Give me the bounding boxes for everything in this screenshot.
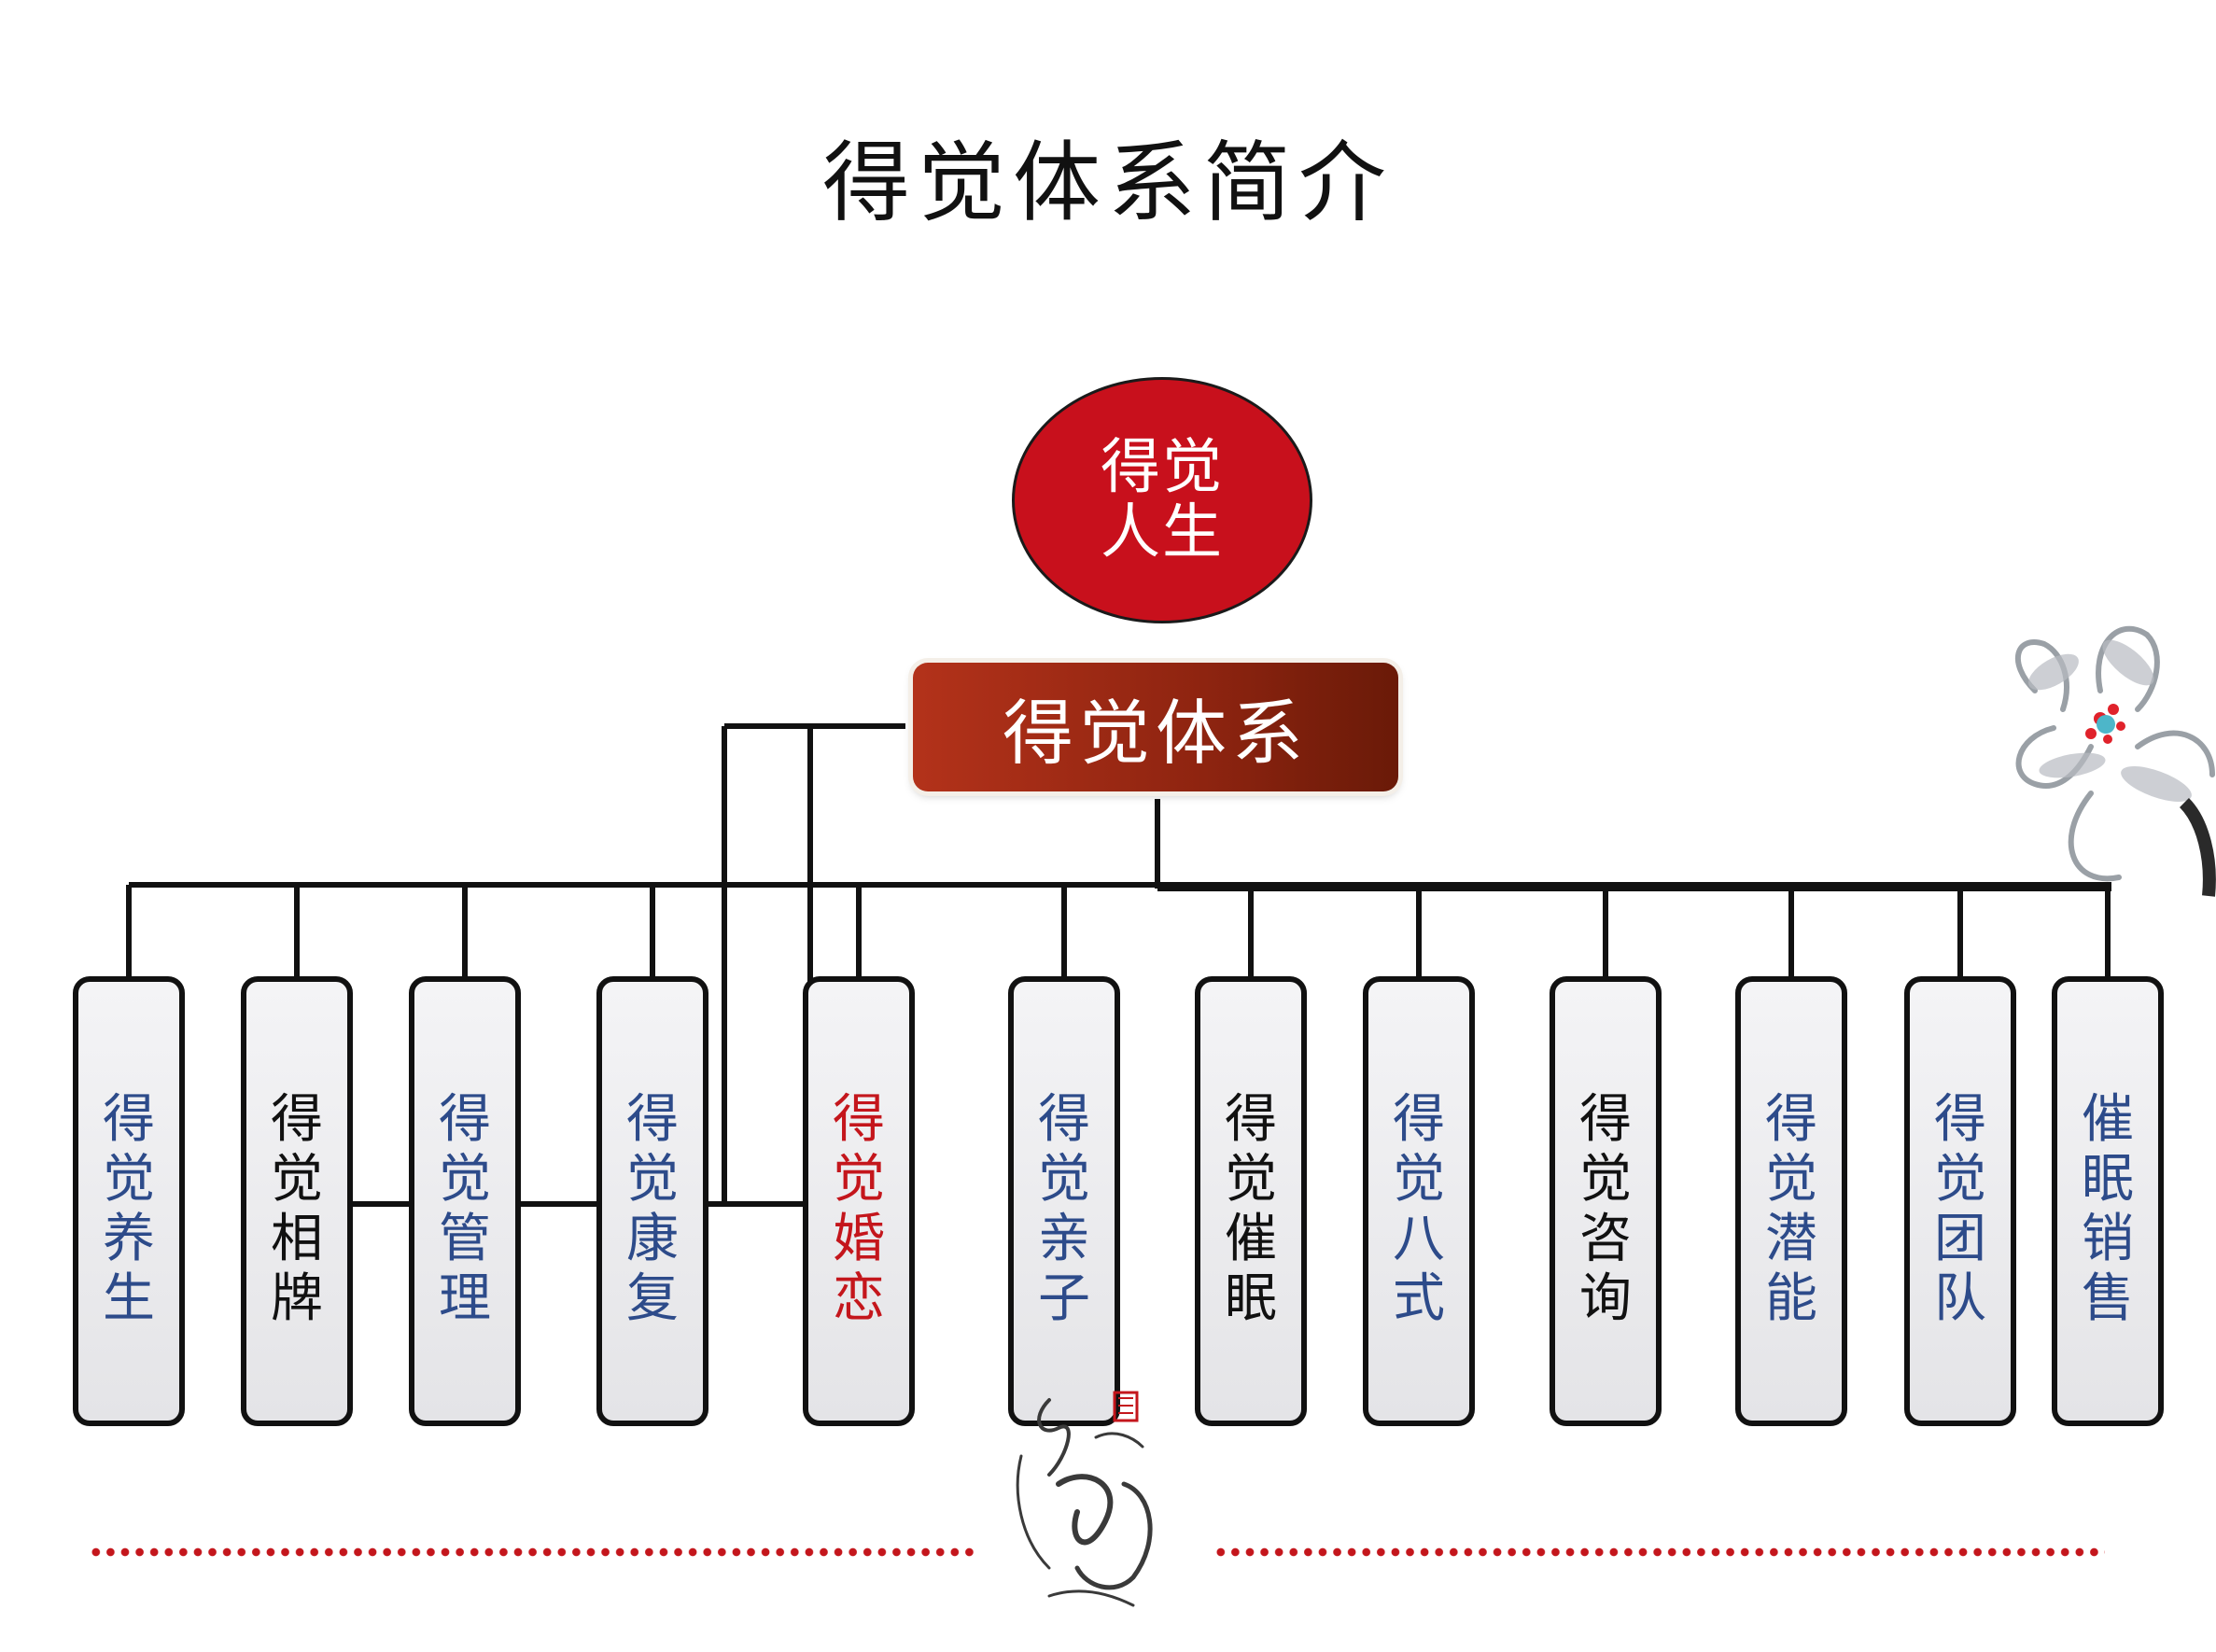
child-node-qianneng: 得觉潜能	[1735, 976, 1847, 1426]
child-node-guanli: 得觉管理	[409, 976, 521, 1426]
child-node-cuimian: 得觉催眠	[1195, 976, 1307, 1426]
child-node-tuandui: 得觉团队	[1904, 976, 2016, 1426]
top-node-label: 得觉人生	[1101, 433, 1224, 567]
child-node-xiangpai: 得觉相牌	[241, 976, 353, 1426]
child-node-label: 得觉亲子	[1038, 1089, 1090, 1329]
child-node-label: 得觉咨询	[1579, 1089, 1632, 1329]
child-node-label: 得觉八式	[1393, 1089, 1445, 1329]
child-node-xiaoshou: 催眠销售	[2052, 976, 2164, 1426]
child-node-yangsheng: 得觉养生	[73, 976, 185, 1426]
child-node-kangfu: 得觉康复	[596, 976, 708, 1426]
child-node-label: 得觉潜能	[1765, 1089, 1817, 1329]
lotus-flower-icon	[2015, 625, 2216, 897]
main-node-label: 得觉体系	[1003, 692, 1309, 775]
child-node-label: 得觉团队	[1934, 1089, 1986, 1329]
child-node-label: 得觉管理	[439, 1089, 491, 1329]
child-node-hunlian: 得觉婚恋	[803, 976, 915, 1426]
child-node-label: 得觉康复	[626, 1089, 679, 1329]
calligraphy-seal-icon	[1016, 1391, 1153, 1607]
dotted-divider-right	[1213, 1546, 2105, 1559]
child-node-qinzi: 得觉亲子	[1008, 976, 1120, 1426]
child-node-label: 催眠销售	[2082, 1089, 2134, 1329]
child-node-zixun: 得觉咨询	[1550, 976, 1662, 1426]
child-node-label: 得觉相牌	[271, 1089, 323, 1329]
top-node: 得觉人生	[1012, 377, 1312, 623]
dotted-divider-left	[89, 1546, 975, 1559]
child-node-label: 得觉催眠	[1225, 1089, 1277, 1329]
child-node-bashi: 得觉八式	[1363, 976, 1475, 1426]
page-title: 得觉体系简介	[821, 133, 1394, 234]
main-node: 得觉体系	[913, 663, 1398, 791]
child-node-label: 得觉婚恋	[833, 1089, 885, 1329]
child-node-label: 得觉养生	[103, 1089, 155, 1329]
